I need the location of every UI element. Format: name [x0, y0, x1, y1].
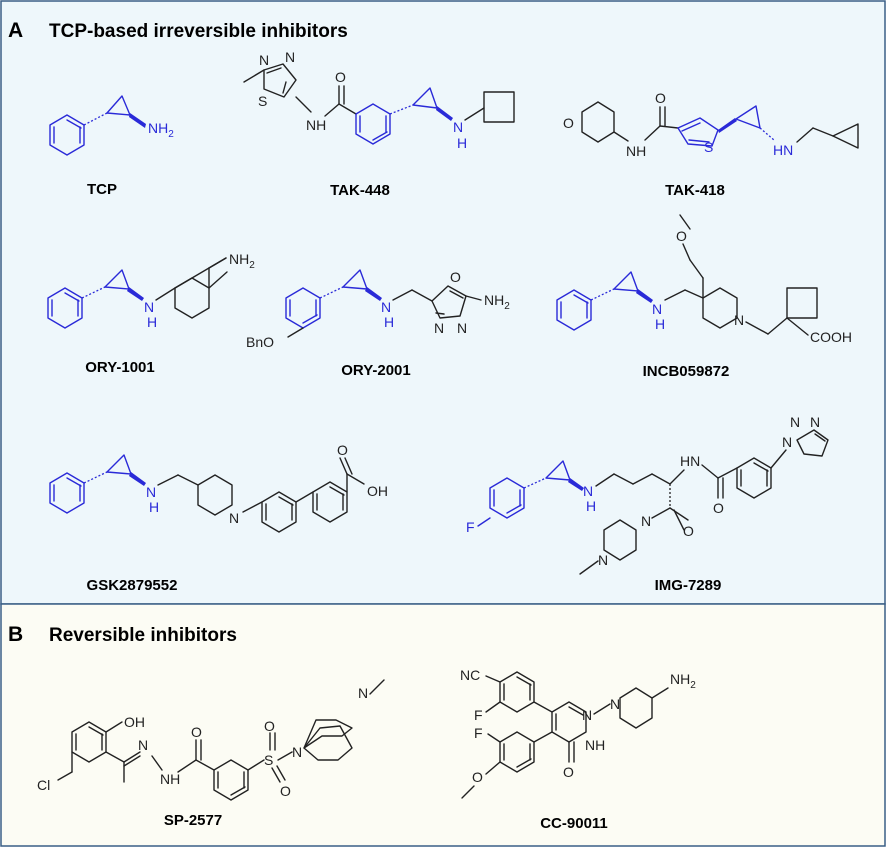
sp-n3: N — [358, 685, 368, 701]
label-img-7289: IMG-7289 — [655, 577, 722, 594]
cc-o2: O — [472, 769, 483, 785]
cc-nh: NH — [585, 737, 605, 753]
tak448-nh: NH — [306, 117, 326, 133]
structure-ory-1001: N H NH2 — [47, 251, 255, 330]
tak418-s: S — [704, 139, 713, 155]
img-n-tz1: N — [782, 434, 792, 450]
img-n: N — [583, 483, 593, 499]
sp-o1: O — [191, 724, 202, 740]
label-tak-418: TAK-418 — [665, 182, 725, 199]
incb-n-pip: N — [734, 312, 744, 328]
structure-ory-2001: BnO N H O N N NH2 — [246, 269, 510, 350]
tak418-nh: NH — [626, 143, 646, 159]
sp-o3: O — [280, 783, 291, 799]
label-ory-1001: ORY-1001 — [85, 359, 155, 376]
structure-sp-2577: Cl OH N NH O S O O N N — [37, 679, 385, 801]
gsk-n-pip: N — [229, 510, 239, 526]
img-n-tz3: N — [810, 414, 820, 430]
label-tak-448: TAK-448 — [330, 182, 390, 199]
incb-o: O — [676, 228, 687, 244]
structure-tak-418: O NH O S HN — [563, 90, 859, 159]
structure-tcp: NH2 — [49, 95, 174, 156]
cc-o: O — [563, 764, 574, 780]
ory2001-bno: BnO — [246, 334, 274, 350]
structure-gsk2879552: N H N O OH — [49, 442, 388, 533]
structure-incb059872: N H N O COOH — [556, 214, 852, 345]
tcp-nh2: NH2 — [148, 120, 174, 140]
label-ory-2001: ORY-2001 — [341, 362, 411, 379]
tak448-s: S — [258, 93, 267, 109]
cc-f2: F — [474, 725, 483, 741]
ory2001-nh2: NH2 — [484, 292, 510, 312]
structure-img-7289: F N H HN O N N O N — [466, 414, 829, 575]
tak448-o: O — [335, 69, 346, 85]
tak448-n2: N — [285, 49, 295, 65]
sp-cl: Cl — [37, 777, 50, 793]
ory1001-h: H — [147, 314, 157, 330]
tak448-h: H — [457, 135, 467, 151]
tak418-o: O — [655, 90, 666, 106]
panel-b-background — [0, 603, 886, 847]
img-o1: O — [683, 523, 694, 539]
tak448-nh2: N — [453, 119, 463, 135]
panel-a-background — [0, 0, 886, 605]
panel-b-title: Reversible inhibitors — [49, 625, 237, 646]
sp-nh: NH — [160, 771, 180, 787]
tak448-n1: N — [259, 52, 269, 68]
img-n-pz1: N — [641, 513, 651, 529]
ory1001-n: N — [144, 299, 154, 315]
tak418-o-ring: O — [563, 115, 574, 131]
gsk-o: O — [337, 442, 348, 458]
ory2001-o: O — [450, 269, 461, 285]
incb-h: H — [655, 316, 665, 332]
gsk-n: N — [146, 484, 156, 500]
tak418-nh2: HN — [773, 142, 793, 158]
cc-nc: NC — [460, 667, 480, 683]
cc-f1: F — [474, 707, 483, 723]
cc-n1: N — [582, 707, 592, 723]
gsk-h: H — [149, 499, 159, 515]
sp-n1: N — [138, 737, 148, 753]
sp-n2: N — [292, 744, 302, 760]
panel-b-letter: B — [8, 623, 23, 646]
img-o2: O — [713, 500, 724, 516]
sp-o2: O — [264, 718, 275, 734]
panel-a-letter: A — [8, 19, 23, 42]
sp-oh: OH — [124, 714, 145, 730]
panel-a-title: TCP-based irreversible inhibitors — [49, 21, 348, 42]
img-n-tz2: N — [790, 414, 800, 430]
gsk-oh: OH — [367, 483, 388, 499]
img-n-pz2: N — [598, 552, 608, 568]
img-nh: HN — [680, 453, 700, 469]
ory2001-n: N — [381, 299, 391, 315]
ory2001-n2: N — [434, 320, 444, 336]
sp-s: S — [264, 752, 273, 768]
label-cc-90011: CC-90011 — [540, 815, 608, 832]
img-h: H — [586, 498, 596, 514]
structure-cc-90011: NC F N NH N NH2 O F O — [460, 667, 696, 799]
cc-nh2: NH2 — [670, 671, 696, 691]
ory1001-nh2: NH2 — [229, 251, 255, 271]
structure-tak-448: N N S NH O N H — [243, 49, 515, 151]
ory2001-h: H — [384, 314, 394, 330]
incb-n: N — [652, 301, 662, 317]
img-f: F — [466, 519, 475, 535]
label-gsk2879552: GSK2879552 — [87, 577, 178, 594]
incb-cooh: COOH — [810, 329, 852, 345]
cc-n-pip: N — [610, 696, 620, 712]
label-incb059872: INCB059872 — [643, 363, 730, 380]
label-sp-2577: SP-2577 — [164, 812, 222, 829]
label-tcp: TCP — [87, 181, 117, 198]
ory2001-n3: N — [457, 320, 467, 336]
